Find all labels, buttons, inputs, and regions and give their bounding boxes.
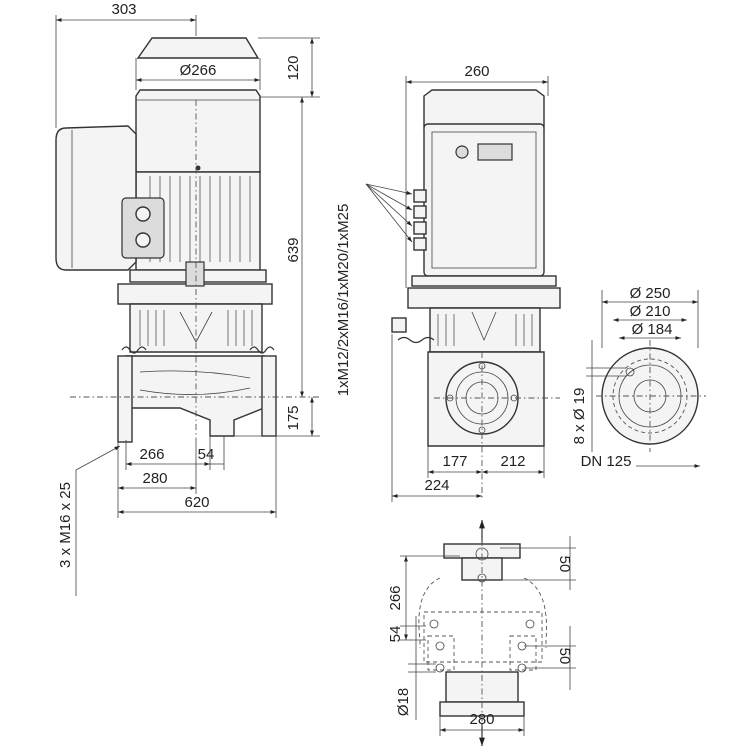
pump-casing (125, 355, 265, 437)
dim-50-top: 50 (556, 556, 573, 573)
lantern-flange (117, 283, 273, 305)
suction-flange (117, 355, 133, 443)
foot-left (427, 635, 455, 671)
lifting-eye-icon (195, 165, 201, 171)
spring-right (249, 346, 275, 354)
dim-266-side: 266 (139, 446, 164, 463)
dim-177: 177 (442, 453, 467, 470)
front-lantern (429, 307, 541, 353)
base-view: 266 50 54 50 Ø18 280 (387, 520, 576, 746)
gland-m25 (413, 237, 427, 251)
nominal-size-label: DN 125 (581, 453, 632, 470)
bolt-thread-label: 3 x M16 x 25 (57, 482, 74, 568)
dim-224: 224 (424, 477, 449, 494)
lantern (129, 303, 263, 353)
dim-303: 303 (111, 1, 136, 18)
discharge-flange (261, 355, 277, 437)
front-motor-flange (411, 275, 557, 287)
dim-175: 175 (285, 405, 302, 430)
front-spring (397, 336, 435, 344)
coupling (185, 261, 205, 287)
dim-50-bottom: 50 (556, 648, 573, 665)
motor-housing-top (135, 89, 261, 173)
dim-54-side: 54 (198, 446, 215, 463)
display-icon (477, 143, 513, 161)
bolt-holes-label: 8 x Ø 19 (571, 388, 588, 445)
dim-212: 212 (500, 453, 525, 470)
dim-184: Ø 184 (632, 321, 673, 338)
dim-280-base: 280 (469, 711, 494, 728)
dim-18-diameter: Ø18 (395, 688, 412, 716)
flange-view: Ø 250 Ø 210 Ø 184 8 x Ø 19 DN 125 (571, 285, 706, 470)
gland-m16-a (413, 205, 427, 219)
spring-bracket (391, 317, 407, 333)
dim-250: Ø 250 (630, 285, 671, 302)
cable-gland-icon (135, 206, 151, 222)
dim-266-base: 266 (387, 585, 404, 610)
cable-glands-label: 1xM12/2xM16/1xM20/1xM25 (335, 204, 352, 397)
dim-639: 639 (285, 237, 302, 262)
dim-620: 620 (184, 494, 209, 511)
dim-280-side: 280 (142, 470, 167, 487)
cable-gland-icon-2 (135, 232, 151, 248)
front-lantern-fins (437, 314, 533, 346)
front-view: 1xM12/2xM16/1xM20/1xM25 260 (335, 63, 561, 502)
electronic-module (55, 125, 137, 271)
foot-right (509, 635, 537, 671)
lantern-fins (139, 310, 253, 346)
front-lantern-flange (407, 287, 561, 309)
gland-m16-b (413, 221, 427, 235)
bolt-hole-icon (625, 367, 635, 377)
foot-hole-left-icon (435, 641, 445, 651)
control-knob-icon (455, 145, 469, 159)
dim-266-diameter: Ø266 (180, 62, 217, 79)
dim-120: 120 (285, 55, 302, 80)
dim-54-base: 54 (387, 626, 404, 643)
spring-left (121, 346, 147, 354)
dim-210: Ø 210 (630, 303, 671, 320)
dim-260: 260 (464, 63, 489, 80)
base-outline (418, 577, 547, 648)
gland-m12 (413, 189, 427, 203)
side-view: 303 Ø266 120 639 175 266 54 280 (55, 1, 320, 596)
terminal-box (121, 197, 165, 259)
motor-fins (149, 176, 251, 262)
front-motor-top (423, 89, 545, 129)
motor-top-cap (136, 37, 260, 59)
